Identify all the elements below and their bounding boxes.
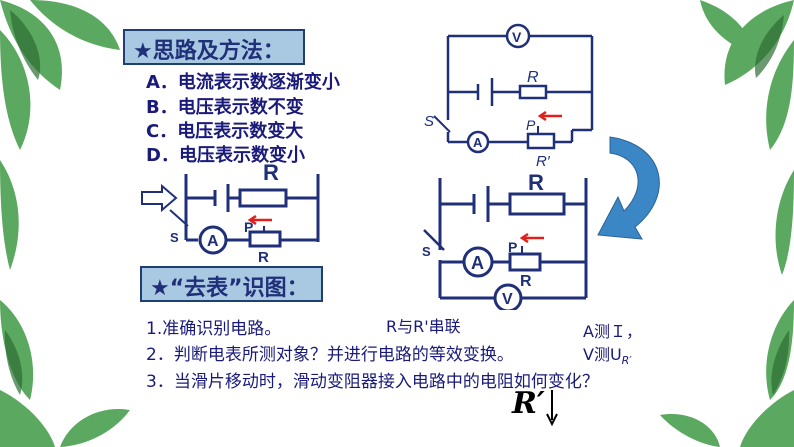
- series-note: R与R'串联: [386, 317, 461, 336]
- left-circuit-diagram: R P S A R: [141, 160, 320, 266]
- remove-meter-heading: ★“去表”识图：: [140, 266, 323, 302]
- resistor-label: R: [263, 160, 279, 185]
- step-1: 1.准确识别电路。: [146, 319, 282, 339]
- option-c: C．电压表示数变大: [146, 121, 304, 142]
- option-d: D．电压表示数变小: [146, 145, 305, 166]
- option-b: B．电压表示数不变: [146, 97, 304, 118]
- eq-voltmeter-label: V: [502, 291, 513, 308]
- top-circuit-diagram: V R P S A R′: [424, 23, 594, 170]
- eq-ammeter-label: A: [471, 253, 484, 273]
- eq-switch-label: S: [422, 244, 431, 259]
- method-heading: ★思路及方法：: [123, 29, 305, 65]
- equivalent-circuit-diagram: R P S A V R: [422, 170, 588, 310]
- eq-slider-label: P: [508, 239, 517, 255]
- ammeter-note: A测Ｉ，: [583, 322, 642, 341]
- top-switch-label: S: [424, 113, 434, 130]
- top-ammeter-label: A: [473, 135, 483, 150]
- transform-arrow-icon: [597, 136, 660, 240]
- top-resistor-label: R: [527, 69, 539, 86]
- rheostat-label: R: [258, 249, 269, 266]
- slider-label: P: [244, 219, 253, 235]
- result-symbol: R′: [512, 386, 545, 421]
- down-arrow-icon: [546, 390, 558, 427]
- eq-rheostat-label: R: [520, 273, 532, 290]
- eq-resistor-label: R: [528, 170, 544, 195]
- top-voltmeter-label: V: [512, 29, 522, 45]
- ammeter-label: A: [207, 233, 219, 250]
- voltmeter-note: V测UR′: [583, 345, 632, 368]
- switch-label: S: [170, 230, 179, 245]
- option-a: A．电流表示数逐渐变小: [146, 72, 340, 93]
- step-3: 3．当滑片移动时，滑动变阻器接入电路中的电阻如何变化？: [146, 372, 599, 392]
- top-slider-label: P: [526, 117, 536, 133]
- top-rheostat-prime-label: R′: [536, 153, 551, 170]
- step-2: 2．判断电表所测对象？并进行电路的等效变换。: [146, 345, 514, 365]
